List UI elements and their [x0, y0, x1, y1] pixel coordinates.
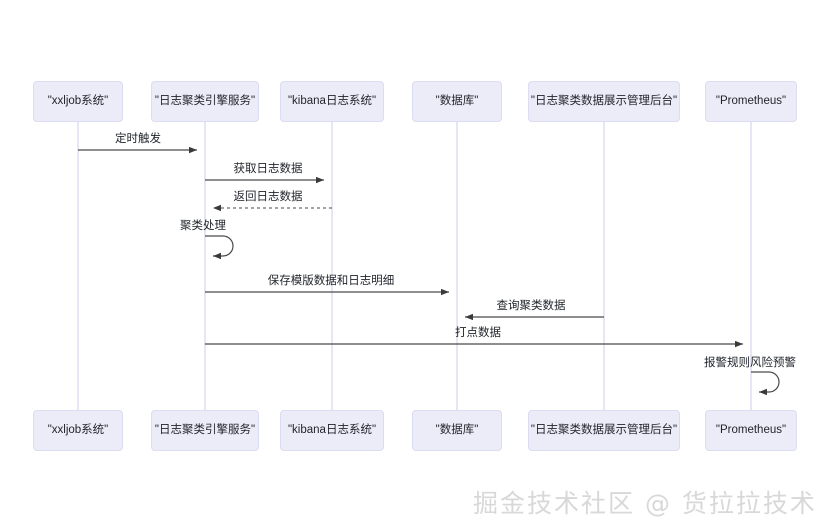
message-label-m4: 聚类处理	[180, 220, 226, 232]
participant-label: "xxljob系统"	[47, 423, 109, 436]
participant-label: "日志聚类数据展示管理后台"	[530, 423, 678, 436]
watermark: 掘金技术社区 @ 货拉拉技术	[473, 489, 817, 518]
participant-box-top-kibana[interactable]: "kibana日志系统"	[280, 81, 384, 122]
participant-box-bottom-database[interactable]: "数据库"	[412, 410, 502, 451]
participant-label: "kibana日志系统"	[287, 423, 377, 436]
participant-label: "Prometheus"	[715, 94, 787, 107]
message-label-m8: 报警规则风险预警	[704, 357, 796, 369]
participant-box-top-xxljob[interactable]: "xxljob系统"	[33, 81, 123, 122]
participant-box-top-admin-console[interactable]: "日志聚类数据展示管理后台"	[528, 81, 680, 122]
participant-label: "数据库"	[435, 94, 479, 107]
participant-label: "xxljob系统"	[47, 94, 109, 107]
message-label-m5: 保存模版数据和日志明细	[267, 275, 395, 287]
message-self-loop-m4	[205, 235, 234, 260]
participant-box-bottom-xxljob[interactable]: "xxljob系统"	[33, 410, 123, 451]
participant-label: "数据库"	[435, 423, 479, 436]
message-self-loop-m8	[751, 371, 780, 396]
participant-box-bottom-kibana[interactable]: "kibana日志系统"	[280, 410, 384, 451]
participant-box-top-database[interactable]: "数据库"	[412, 81, 502, 122]
participant-label: "kibana日志系统"	[287, 94, 377, 107]
message-label-m1: 定时触发	[115, 133, 161, 145]
participant-box-top-log-cluster-engine[interactable]: "日志聚类引擎服务"	[151, 81, 259, 122]
lifelines	[77, 122, 752, 410]
messages	[78, 146, 780, 396]
message-label-m7: 打点数据	[455, 327, 501, 339]
participant-box-bottom-admin-console[interactable]: "日志聚类数据展示管理后台"	[528, 410, 680, 451]
message-label-m3: 返回日志数据	[233, 191, 303, 203]
message-label-m2: 获取日志数据	[233, 163, 303, 175]
participant-label: "日志聚类引擎服务"	[154, 94, 256, 107]
participant-box-bottom-log-cluster-engine[interactable]: "日志聚类引擎服务"	[151, 410, 259, 451]
participant-box-top-prometheus[interactable]: "Prometheus"	[705, 81, 797, 122]
participant-label: "日志聚类数据展示管理后台"	[530, 94, 678, 107]
participant-box-bottom-prometheus[interactable]: "Prometheus"	[705, 410, 797, 451]
message-label-m6: 查询聚类数据	[496, 300, 566, 312]
participant-label: "日志聚类引擎服务"	[154, 423, 256, 436]
participant-label: "Prometheus"	[715, 423, 787, 436]
